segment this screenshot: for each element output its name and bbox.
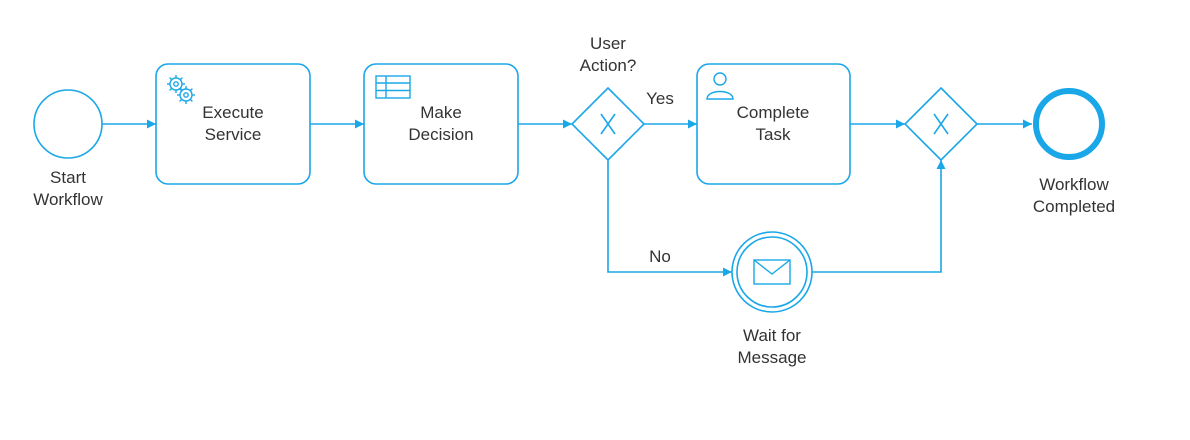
start-event-circle[interactable] bbox=[33, 89, 103, 159]
gears-icon bbox=[167, 75, 195, 104]
gateway-user-action-label-line2: Action? bbox=[580, 56, 637, 75]
task-make-decision-label-line1: Make bbox=[420, 103, 462, 122]
end-event-label-line2: Completed bbox=[1033, 197, 1115, 216]
table-icon bbox=[375, 75, 411, 99]
task-complete-task[interactable]: Complete Task bbox=[696, 63, 851, 185]
task-execute-service-label-line2: Service bbox=[205, 125, 262, 144]
task-execute-service[interactable]: Execute Service bbox=[155, 63, 311, 185]
start-event-label-line1: Start bbox=[50, 168, 86, 187]
user-icon bbox=[706, 72, 734, 100]
message-event-inner-circle bbox=[736, 236, 808, 308]
task-make-decision-label-line2: Decision bbox=[408, 125, 473, 144]
sequence-flows bbox=[102, 119, 1032, 277]
message-event-label-line1: Wait for bbox=[743, 326, 801, 345]
gateway-user-action-label-line1: User bbox=[590, 34, 626, 53]
flow-no-to-message[interactable] bbox=[607, 160, 732, 277]
envelope-icon bbox=[753, 259, 791, 285]
task-execute-service-box[interactable] bbox=[155, 63, 311, 185]
end-event-label-line1: Workflow bbox=[1039, 175, 1109, 194]
gateway-user-action[interactable]: User Action? bbox=[570, 34, 646, 162]
task-complete-task-box[interactable] bbox=[696, 63, 851, 185]
task-make-decision[interactable]: Make Decision bbox=[363, 63, 519, 185]
flow-label-no: No bbox=[649, 247, 671, 266]
gateway-merge-x-icon bbox=[933, 113, 949, 135]
message-event-label-line2: Message bbox=[738, 348, 807, 367]
task-complete-task-label-line1: Complete bbox=[737, 103, 810, 122]
end-event[interactable]: Workflow Completed bbox=[1033, 88, 1115, 216]
end-event-circle[interactable] bbox=[1033, 88, 1105, 160]
task-make-decision-box[interactable] bbox=[363, 63, 519, 185]
task-complete-task-label-line2: Task bbox=[756, 125, 791, 144]
flow-message-to-merge[interactable] bbox=[812, 160, 946, 273]
start-event[interactable]: Start Workflow bbox=[33, 89, 104, 209]
message-event[interactable]: Wait for Message bbox=[731, 231, 813, 367]
flow-label-yes: Yes bbox=[646, 89, 674, 108]
gateway-merge[interactable] bbox=[903, 86, 979, 162]
task-execute-service-label-line1: Execute bbox=[202, 103, 263, 122]
start-event-label-line2: Workflow bbox=[33, 190, 103, 209]
gateway-user-action-x-icon bbox=[600, 113, 616, 135]
